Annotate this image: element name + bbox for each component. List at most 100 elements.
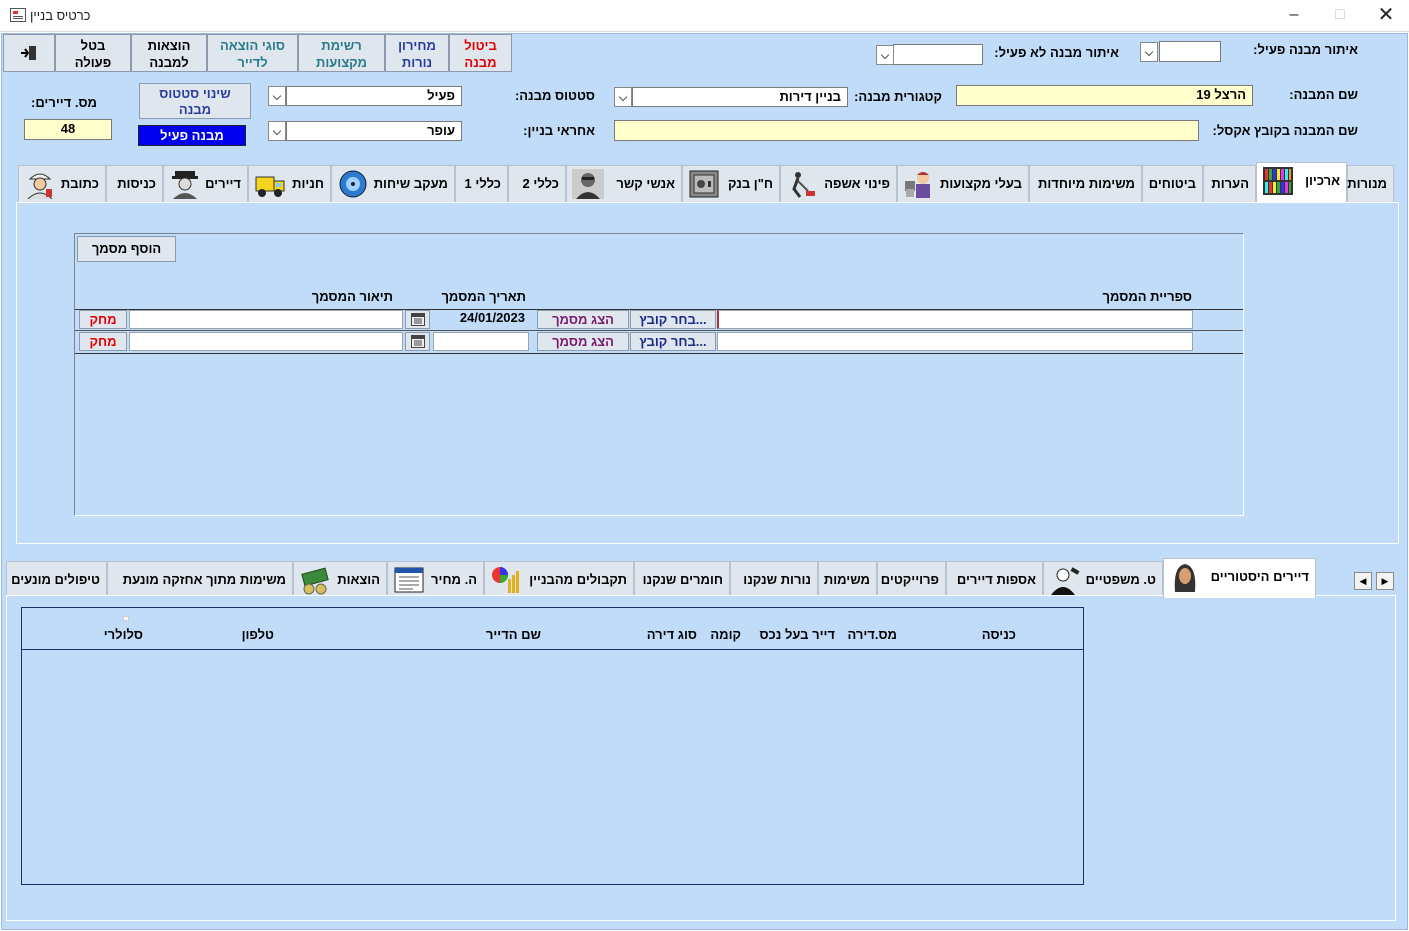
- exit-door-icon: [21, 46, 36, 60]
- inactive-building-filter-label: איתור מבנה לא פעיל:: [994, 45, 1119, 60]
- document-list-icon: [394, 567, 424, 593]
- exit-button[interactable]: [3, 34, 55, 72]
- inactive-building-filter-dropdown[interactable]: [876, 45, 894, 65]
- building-manager-label: אחראי בניין:: [523, 123, 595, 138]
- tab-parking[interactable]: חניות: [248, 165, 331, 202]
- lamp-prices-button[interactable]: מחירון נורות: [385, 34, 449, 72]
- tab-call-tracking[interactable]: מעקב שיחות: [331, 165, 455, 202]
- maximize-button[interactable]: □: [1335, 6, 1345, 23]
- tab-projects[interactable]: פרוייקטים: [877, 561, 946, 598]
- trades-list-button[interactable]: רשימת מקצועות: [298, 34, 385, 72]
- active-building-filter-input[interactable]: [1159, 41, 1221, 62]
- tab-price-quotes[interactable]: ה. מחיר: [387, 561, 484, 598]
- col-phone: טלפון: [241, 627, 274, 642]
- cancel-action-button[interactable]: בטל פעולה: [55, 34, 131, 72]
- money-icon: [301, 567, 329, 595]
- building-name-field[interactable]: הרצל 19: [956, 85, 1253, 106]
- header-separator: [75, 309, 1243, 310]
- tab-historical-tenants[interactable]: דיירים היסטוריים: [1163, 558, 1316, 598]
- tab-scroll-right-button[interactable]: ▶: [1376, 572, 1394, 590]
- building-manager-dropdown[interactable]: [268, 121, 286, 141]
- building-card-form: בטל פעולה הוצאות למבנה סוגי הוצאה לדייר …: [1, 33, 1408, 930]
- col-floor: קומה: [710, 627, 741, 642]
- chart-coins-icon: [492, 567, 519, 593]
- tab-legal-claims[interactable]: ט. משפטיים: [1043, 561, 1163, 598]
- tab-address[interactable]: כתובת: [18, 165, 106, 202]
- change-status-button[interactable]: שינוי סטטוס מבנה: [139, 83, 251, 119]
- tab-professionals[interactable]: בעלי מקצועות: [897, 165, 1029, 202]
- tab-bank-account[interactable]: ח"ן בנק: [682, 165, 780, 202]
- choose-file-button[interactable]: בחר קובץ...: [630, 310, 716, 329]
- calendar-icon: [411, 313, 425, 326]
- cancel-building-button[interactable]: ביטול מבנה: [449, 34, 512, 72]
- delete-row-button[interactable]: מחק: [79, 310, 127, 329]
- building-status-dropdown[interactable]: [268, 86, 286, 106]
- tab-notes[interactable]: הערות: [1203, 165, 1256, 202]
- tab-garbage-removal[interactable]: פינוי אשפה: [780, 165, 897, 202]
- tab-tasks[interactable]: משימות: [818, 561, 877, 598]
- close-button[interactable]: ✕: [1377, 4, 1395, 26]
- truck-icon: [255, 176, 285, 197]
- document-library-field[interactable]: [717, 310, 1193, 329]
- tab-tenant-meetings[interactable]: אספות דיירים: [946, 561, 1043, 598]
- building-category-label: קטגורית מבנה:: [854, 89, 942, 104]
- judge-icon: [1051, 567, 1080, 595]
- building-status-field[interactable]: פעיל: [286, 86, 462, 106]
- tab-building-receipts[interactable]: תקבולים מהבניין: [484, 561, 634, 598]
- delete-row-button[interactable]: מחק: [79, 332, 127, 351]
- col-document-library: ספריית המסמך: [1102, 289, 1192, 304]
- choose-file-button[interactable]: בחר קובץ...: [630, 332, 716, 351]
- calendar-button[interactable]: [405, 332, 430, 351]
- building-category-dropdown[interactable]: [614, 87, 632, 107]
- building-expenses-button[interactable]: הוצאות למבנה: [131, 34, 207, 72]
- tab-purchased-lamps[interactable]: נורות שנקנו: [730, 561, 818, 598]
- tenants-count-field[interactable]: 48: [24, 119, 112, 140]
- building-name-label: שם המבנה:: [1289, 87, 1358, 102]
- building-manager-field[interactable]: עופר: [286, 121, 462, 141]
- excel-name-label: שם המבנה בקובץ אקסל:: [1212, 123, 1358, 138]
- tab-archive[interactable]: ארכיון: [1256, 162, 1347, 202]
- tab-general-2[interactable]: כללי 2: [508, 165, 566, 202]
- expense-types-button[interactable]: סוגי הוצאה לדייר: [207, 34, 298, 72]
- tab-special-tasks[interactable]: משימות מיוחדות: [1029, 165, 1142, 202]
- tab-preventive-maintenance-tasks[interactable]: משימות מתוך אחזקה מונעת: [107, 561, 293, 598]
- header-separator: [22, 649, 1083, 650]
- excel-name-field[interactable]: [614, 120, 1199, 141]
- document-description-field[interactable]: [129, 310, 403, 329]
- minimize-button[interactable]: –: [1289, 6, 1299, 23]
- document-library-field[interactable]: [717, 332, 1193, 351]
- record-selector[interactable]: [123, 616, 129, 621]
- calendar-icon: [411, 335, 425, 348]
- historical-tenants-panel: כניסה מס.דירה דייר בעל נכס קומה סוג דירה…: [6, 595, 1396, 921]
- tab-entrances[interactable]: כניסות: [106, 165, 163, 202]
- building-category-field[interactable]: בניין דירות: [632, 87, 848, 107]
- tab-expenses[interactable]: הוצאות: [293, 561, 387, 598]
- tab-contacts[interactable]: אנשי קשר: [566, 165, 682, 202]
- tab-purchased-materials[interactable]: חומרים שנקנו: [634, 561, 730, 598]
- show-document-button[interactable]: הצג מסמך: [537, 310, 629, 329]
- bookshelf-icon: [1263, 167, 1293, 195]
- tenants-count-label: מס. דיירים:: [31, 95, 97, 110]
- show-document-button[interactable]: הצג מסמך: [537, 332, 629, 351]
- historical-tenants-grid: כניסה מס.דירה דייר בעל נכס קומה סוג דירה…: [21, 607, 1084, 885]
- active-building-filter-dropdown[interactable]: [1140, 42, 1158, 62]
- add-document-button[interactable]: הוסף מסמך: [77, 236, 176, 262]
- top-tab-strip: מנורות ארכיון הערות ביטוחים משימות מיוחד…: [18, 162, 1394, 202]
- telephone-icon: [339, 170, 367, 198]
- vacuum-cleaner-icon: [792, 172, 815, 198]
- tab-lamps[interactable]: מנורות: [1347, 165, 1394, 202]
- tab-general-1[interactable]: כללי 1: [455, 165, 508, 202]
- safe-icon: [689, 170, 719, 198]
- document-date-field[interactable]: [433, 332, 529, 351]
- tab-preventive-treatments[interactable]: טיפולים מונעים: [6, 561, 107, 598]
- inactive-building-filter-input[interactable]: [893, 44, 983, 65]
- construction-worker-icon: [27, 173, 53, 199]
- tab-insurance[interactable]: ביטוחים: [1142, 165, 1203, 202]
- calendar-button[interactable]: [405, 310, 430, 329]
- document-date-field[interactable]: 24/01/2023: [459, 310, 525, 325]
- col-document-description: תיאור המסמך: [311, 289, 393, 304]
- tab-scroll-left-button[interactable]: ◀: [1354, 572, 1372, 590]
- document-description-field[interactable]: [129, 332, 403, 351]
- col-tenant-name: שם הדייר: [485, 627, 541, 642]
- tab-tenants[interactable]: דיירים: [163, 165, 248, 202]
